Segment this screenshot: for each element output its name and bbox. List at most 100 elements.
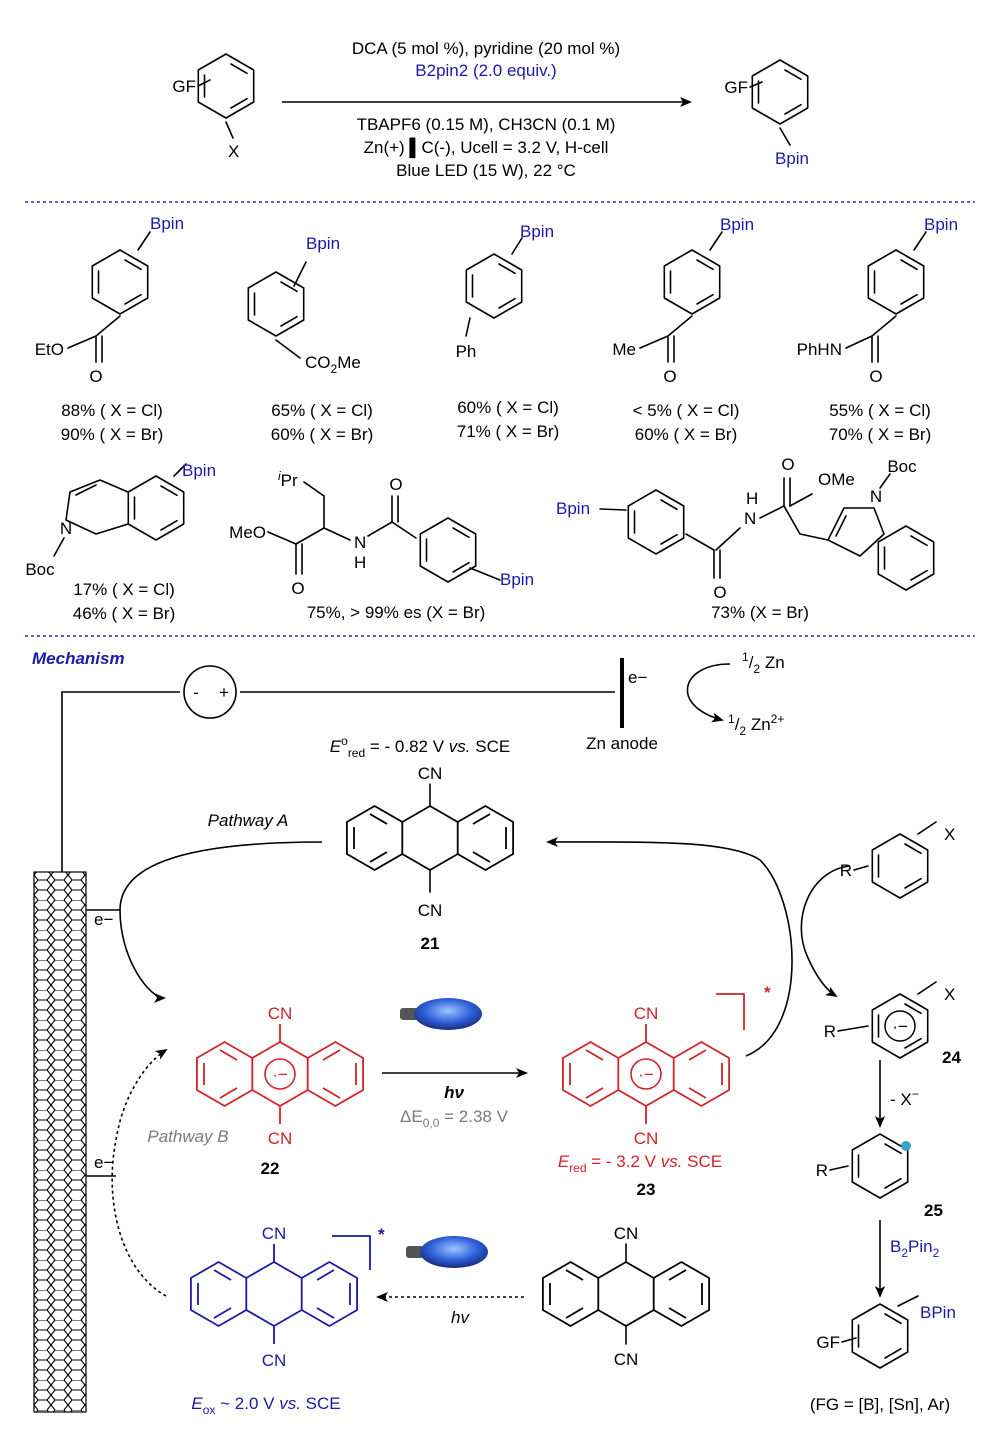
- zn-anode-label: Zn anode: [586, 734, 658, 753]
- cond-line3: TBAPF6 (0.15 M), CH3CN (0.1 M): [357, 115, 616, 134]
- svg-text:CN: CN: [262, 1224, 287, 1243]
- svg-text:*: *: [764, 983, 771, 1002]
- fg-note: (FG = [B], [Sn], Ar): [810, 1395, 950, 1414]
- substrate-5-bpin: Bpin: [924, 215, 958, 234]
- substrate-2: Bpin CO2Me 65% ( X = Cl) 60% ( X = Br): [247, 234, 374, 444]
- aryl-halide: X R: [840, 821, 955, 899]
- substrate-7-yield: 75%, > 99% es (X = Br): [307, 603, 486, 622]
- cond-line5: Blue LED (15 W), 22 °C: [396, 161, 576, 180]
- substrate-1-yield-cl: 88% ( X = Cl): [61, 401, 163, 420]
- e-red-label: Ered = - 3.2 V vs. SCE: [558, 1152, 722, 1175]
- substrate-scope: Bpin O EtO 88% ( X = Cl) 90% ( X = Br) B…: [25, 214, 958, 623]
- set-arrow: [800, 865, 851, 998]
- svg-text:R: R: [824, 1022, 836, 1041]
- substrate-2-group: CO2Me: [305, 353, 361, 376]
- cond-line4: Zn(+) ▌C(-), Ucell = 3.2 V, H-cell: [364, 137, 609, 159]
- sm-x-label: X: [228, 142, 239, 161]
- substrate-2-yield-br: 60% ( X = Br): [271, 425, 374, 444]
- svg-text:·−: ·−: [638, 1065, 654, 1084]
- substrate-8-yield: 73% (X = Br): [711, 603, 809, 622]
- substrate-1: Bpin O EtO 88% ( X = Cl) 90% ( X = Br): [35, 214, 184, 444]
- substrate-6-yield-br: 46% ( X = Br): [73, 604, 176, 623]
- svg-text:BPin: BPin: [920, 1303, 956, 1322]
- substrate-4: Bpin O Me < 5% ( X = Cl) 60% ( X = Br): [612, 215, 754, 444]
- final-fg: GF: [816, 1333, 840, 1352]
- svg-text:CN: CN: [634, 1004, 659, 1023]
- substrate-5-yield-cl: 55% ( X = Cl): [829, 401, 931, 420]
- pathway-b-label: Pathway B: [147, 1127, 228, 1146]
- substrate-5-group: PhHN: [797, 340, 842, 359]
- substrate-7-group: MeO: [229, 523, 266, 542]
- substrate-6-bpin: Bpin: [182, 461, 216, 480]
- substrate-8-group: OMe: [818, 470, 855, 489]
- mechanism: Mechanism - + e− 1/2 Zn 1/2 Zn2+ Zn anod…: [32, 649, 961, 1417]
- svg-text:O: O: [389, 475, 402, 494]
- compound-22-label: 22: [261, 1159, 280, 1178]
- svg-text:CN: CN: [614, 1350, 639, 1369]
- excited-radical-anion-23: ·− CN CN * Ered = - 3.2 V vs. SCE 23: [558, 983, 771, 1199]
- substrate-1-yield-br: 90% ( X = Br): [61, 425, 164, 444]
- svg-text:O: O: [713, 583, 726, 602]
- battery-plus: +: [219, 683, 229, 702]
- reaction-equation: GF X DCA (5 mol %), pyridine (20 mol %) …: [172, 39, 809, 180]
- svg-text:*: *: [378, 1225, 385, 1244]
- svg-text:O: O: [89, 367, 102, 386]
- svg-text:CN: CN: [268, 1129, 293, 1148]
- half-zn2: 1/2 Zn2+: [728, 712, 784, 738]
- hv-label-2: hv: [451, 1308, 470, 1327]
- svg-text:O: O: [781, 455, 794, 474]
- pathway-a-label: Pathway A: [208, 811, 289, 830]
- dca-neutral: CN CN: [542, 1224, 710, 1369]
- cathode-electron-a: e−: [94, 910, 113, 929]
- prod-fg-label: GF: [724, 78, 748, 97]
- b2pin2-label: B2Pin2: [890, 1237, 940, 1260]
- svg-text:·−: ·−: [892, 1017, 908, 1036]
- carbon-cathode: [33, 871, 87, 1413]
- delta-e-label: ΔE0,0 = 2.38 V: [400, 1107, 509, 1130]
- starting-material-ring: [197, 53, 255, 119]
- anode-electron: e−: [628, 668, 647, 687]
- excited-dca: CN CN * Eox ~ 2.0 V vs. SCE: [189, 1224, 385, 1417]
- final-product: BPin GF (FG = [B], [Sn], Ar): [810, 1295, 956, 1414]
- sm-fg-label: GF: [172, 77, 196, 96]
- substrate-4-bpin: Bpin: [720, 215, 754, 234]
- cond-line1: DCA (5 mol %), pyridine (20 mol %): [352, 39, 620, 58]
- electron-transfer-loop: [546, 836, 793, 1057]
- substrate-5-yield-br: 70% ( X = Br): [829, 425, 932, 444]
- e-ox-label: Eox ~ 2.0 V vs. SCE: [191, 1394, 340, 1417]
- compound-24-label: 24: [942, 1048, 961, 1067]
- cond-line2: B2pin2 (2.0 equiv.): [415, 61, 556, 80]
- substrate-5: Bpin O PhHN 55% ( X = Cl) 70% ( X = Br): [797, 215, 958, 444]
- svg-text:·−: ·−: [272, 1065, 288, 1084]
- battery-icon: [183, 665, 237, 719]
- substrate-3-yield-cl: 60% ( X = Cl): [457, 398, 559, 417]
- substrate-6-yield-cl: 17% ( X = Cl): [73, 580, 175, 599]
- substrate-3-yield-br: 71% ( X = Br): [457, 422, 560, 441]
- substrate-7-ipr: iPr: [278, 469, 298, 490]
- substrate-8: Bpin O N H O OMe N Boc 73% (X = Br): [556, 455, 935, 622]
- compound-25-label: 25: [924, 1201, 943, 1220]
- svg-text:O: O: [291, 579, 304, 598]
- aryl-radical-25: R 25: [816, 1133, 943, 1220]
- substrate-7-bpin: Bpin: [500, 570, 534, 589]
- svg-text:Boc: Boc: [887, 457, 917, 476]
- battery-minus: -: [193, 683, 199, 702]
- svg-text:N: N: [354, 533, 366, 552]
- svg-text:X: X: [944, 985, 955, 1004]
- substrate-7: iPr O MeO N H O Bpin 75%, > 99% es (X = …: [229, 469, 534, 622]
- half-zn: 1/2 Zn: [742, 650, 785, 676]
- substrate-2-yield-cl: 65% ( X = Cl): [271, 401, 373, 420]
- svg-text:CN: CN: [418, 764, 443, 783]
- svg-text:CN: CN: [418, 901, 443, 920]
- substrate-3-bpin: Bpin: [520, 222, 554, 241]
- svg-text:H: H: [354, 553, 366, 572]
- light-bulb-icon: [400, 998, 482, 1030]
- substrate-6: Bpin N Boc 17% ( X = Cl) 46% ( X = Br): [25, 461, 216, 623]
- substrate-4-yield-br: 60% ( X = Br): [635, 425, 738, 444]
- substrate-8-bpin: Bpin: [556, 499, 590, 518]
- substrate-1-bpin: Bpin: [150, 214, 184, 233]
- svg-text:N: N: [60, 519, 72, 538]
- svg-text:CN: CN: [262, 1351, 287, 1370]
- svg-text:CN: CN: [634, 1129, 659, 1148]
- pathway-b-arrow: [111, 1048, 168, 1297]
